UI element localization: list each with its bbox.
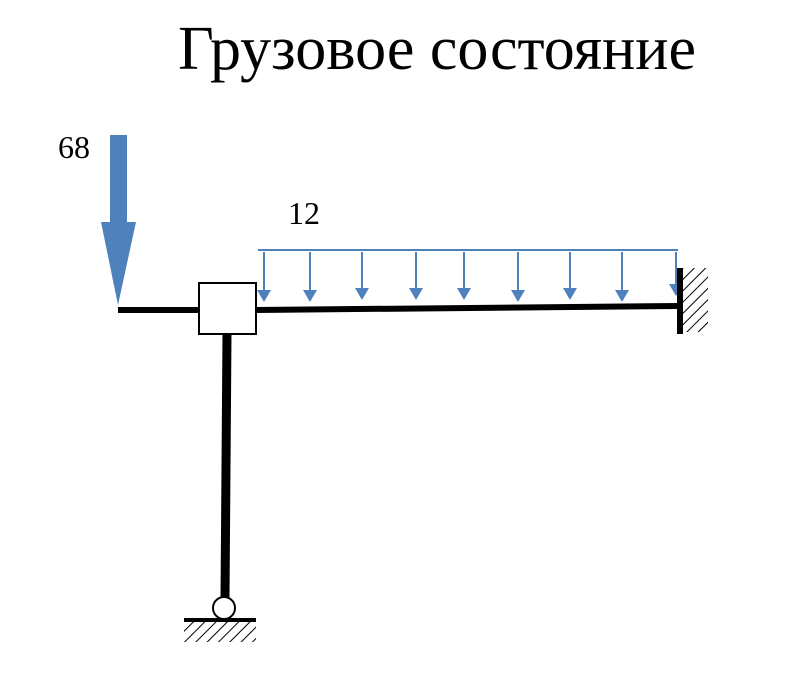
distributed-load-arrows [257,252,683,302]
pin-circle [212,596,236,620]
distributed-load-arrow [457,252,471,300]
point-load-value: 68 [58,129,90,165]
distributed-load-arrow [257,252,271,302]
diagram-title: Грузовое состояние [178,15,696,83]
point-load-arrow [101,135,136,305]
right-beam [255,303,679,313]
fixed-support [677,268,708,334]
joint-block [198,282,257,335]
ground-hatch [184,622,256,642]
distributed-load-arrow [409,252,423,300]
distributed-load-value: 12 [288,195,320,231]
distributed-load-arrow [511,252,525,302]
pinned-support [184,596,256,642]
distributed-load-arrow [563,252,577,300]
fixed-support-hatch [681,268,708,332]
distributed-load-arrow [303,252,317,302]
distributed-load-arrow [355,252,369,300]
distributed-load-arrow [615,252,629,302]
distributed-load [257,249,683,302]
column [220,333,232,599]
